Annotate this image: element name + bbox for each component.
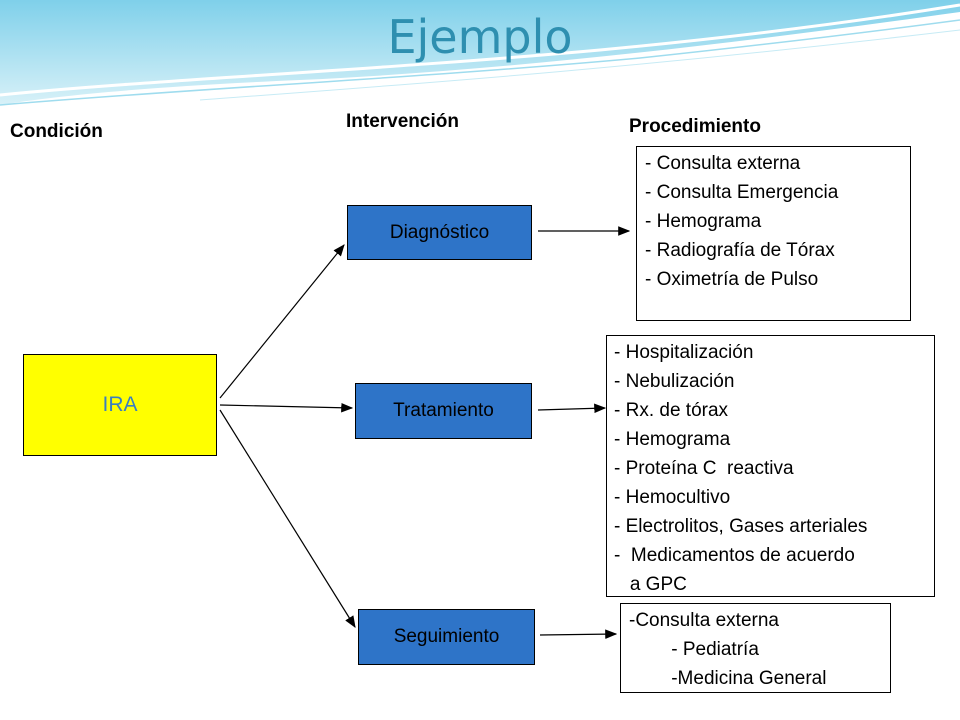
- procedure-item: - Medicamentos de acuerdo: [614, 545, 855, 566]
- procedure-list-seguimiento: -Consulta externa - Pediatría -Medicina …: [620, 603, 891, 693]
- procedure-item: - Nebulización: [614, 371, 735, 392]
- slide-title: Ejemplo: [387, 10, 573, 64]
- procedure-item: - Oximetría de Pulso: [645, 269, 819, 290]
- condition-box-ira: IRA: [23, 354, 217, 456]
- procedure-item: - Proteína C reactiva: [614, 458, 794, 479]
- arrow-ira-to-tratamiento: [219, 402, 354, 413]
- procedure-item: - Hemograma: [614, 429, 731, 450]
- arrow-seguimiento-to-procedures: [539, 629, 618, 639]
- procedure-item: - Electrolitos, Gases arteriales: [614, 516, 868, 537]
- procedure-item: - Hemograma: [645, 211, 762, 232]
- procedure-item: - Hemocultivo: [614, 487, 731, 508]
- header-wave-decoration: [0, 0, 960, 106]
- arrow-tratamiento-to-procedures: [537, 403, 607, 414]
- procedure-item: - Radiografía de Tórax: [645, 240, 835, 261]
- procedure-item: a GPC: [614, 574, 687, 595]
- procedure-item: -Medicina General: [629, 668, 827, 689]
- header-condition: Condición: [10, 121, 103, 142]
- procedure-item: -Consulta externa: [629, 610, 779, 631]
- arrow-ira-to-seguimiento: [219, 409, 356, 629]
- procedure-list-tratamiento: - Hospitalización - Nebulización - Rx. d…: [606, 335, 935, 597]
- intervention-box-diagnostico: Diagnóstico: [347, 205, 532, 260]
- procedure-list-diagnostico: - Consulta externa - Consulta Emergencia…: [636, 146, 911, 321]
- header-procedure: Procedimiento: [629, 116, 761, 137]
- procedure-item: - Pediatría: [629, 639, 759, 660]
- procedure-item: - Consulta Emergencia: [645, 182, 839, 203]
- intervention-box-tratamiento: Tratamiento: [355, 383, 532, 439]
- header-intervention: Intervención: [346, 111, 459, 132]
- procedure-item: - Rx. de tórax: [614, 400, 729, 421]
- intervention-box-seguimiento: Seguimiento: [358, 609, 535, 665]
- procedure-item: - Consulta externa: [645, 153, 801, 174]
- procedure-item: - Hospitalización: [614, 342, 754, 363]
- arrow-ira-to-diagnostico: [219, 244, 345, 399]
